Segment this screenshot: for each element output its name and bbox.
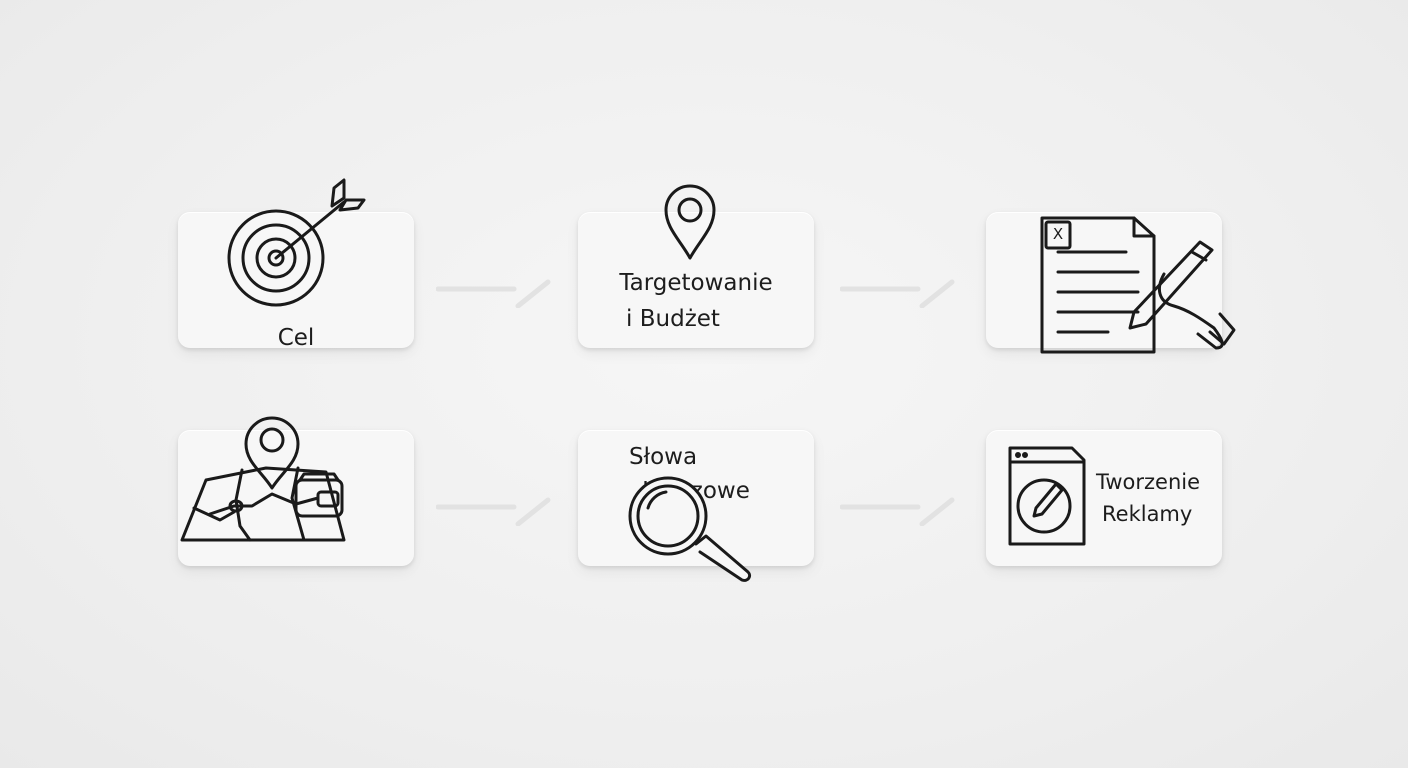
step-label-targeting-line2: i Budżet — [626, 306, 720, 332]
flow-arrow-2 — [840, 279, 955, 308]
browser-edit-icon — [1008, 446, 1088, 548]
step-label-goal: Cel — [277, 325, 315, 351]
step-card-goal — [178, 212, 414, 348]
location-pin-icon — [662, 182, 718, 262]
magnifying-glass-icon — [626, 474, 756, 584]
step-card-targeting — [578, 212, 814, 348]
flow-arrow-3 — [436, 497, 551, 526]
flow-arrow-1 — [436, 279, 551, 308]
step-label-ad-creation-line1: Tworzenie — [1096, 470, 1201, 494]
document-icon-letter: X — [1052, 225, 1064, 243]
step-label-keywords-line1: Słowa — [628, 444, 698, 470]
step-label-ad-creation-line2: Reklamy — [1102, 502, 1193, 526]
step-card-document — [986, 212, 1222, 348]
flow-arrow-4 — [840, 497, 955, 526]
map-wallet-icon — [180, 408, 348, 544]
step-label-targeting-line1: Targetowanie — [619, 270, 773, 296]
target-arrow-icon — [222, 176, 372, 306]
document-edit-icon — [1038, 214, 1238, 358]
